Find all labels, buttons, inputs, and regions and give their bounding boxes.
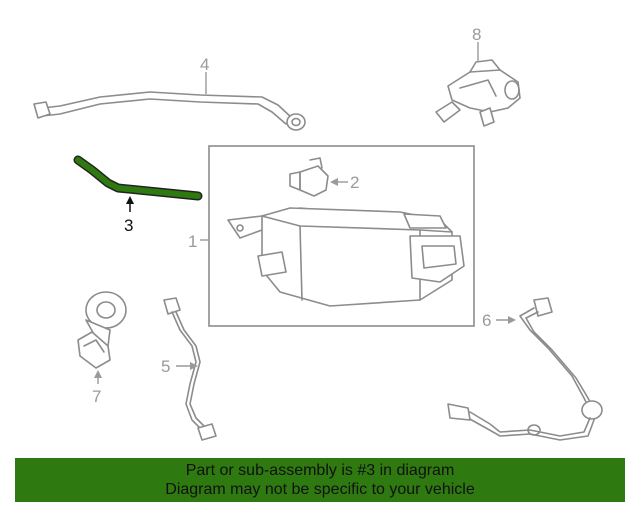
part-6-sensor-harness[interactable]	[447, 297, 603, 441]
banner-line-2: Diagram may not be specific to your vehi…	[165, 481, 475, 498]
callout-1[interactable]: 1	[188, 232, 197, 251]
callout-3[interactable]: 3	[124, 216, 133, 235]
info-banner: Part or sub-assembly is #3 in diagram Di…	[15, 458, 625, 502]
parts-diagram: 4 3 8 1 2	[33, 25, 603, 441]
banner-line-1: Part or sub-assembly is #3 in diagram	[185, 462, 455, 479]
part-5-sensor-harness[interactable]	[163, 297, 217, 441]
part-7-sensor[interactable]	[77, 291, 127, 369]
callout-6[interactable]: 6	[482, 311, 491, 330]
leader-5-arrow	[190, 362, 198, 370]
part-4-hose[interactable]	[33, 91, 306, 131]
part-8-valve[interactable]	[435, 59, 521, 127]
callout-5[interactable]: 5	[161, 357, 170, 376]
callout-8[interactable]: 8	[472, 25, 481, 44]
part-1-canister[interactable]	[227, 207, 465, 307]
part-1-assembly-frame	[208, 145, 475, 327]
part-2-connector[interactable]	[289, 157, 329, 197]
callout-2[interactable]: 2	[350, 173, 359, 192]
callout-4[interactable]: 4	[200, 55, 209, 74]
leader-2-arrow	[330, 178, 338, 186]
callout-7[interactable]: 7	[92, 387, 101, 406]
leader-3-arrow	[126, 196, 134, 204]
part-3-hose-highlighted[interactable]	[73, 155, 203, 201]
leader-6-arrow	[508, 316, 516, 324]
leader-7-arrow	[94, 370, 102, 378]
